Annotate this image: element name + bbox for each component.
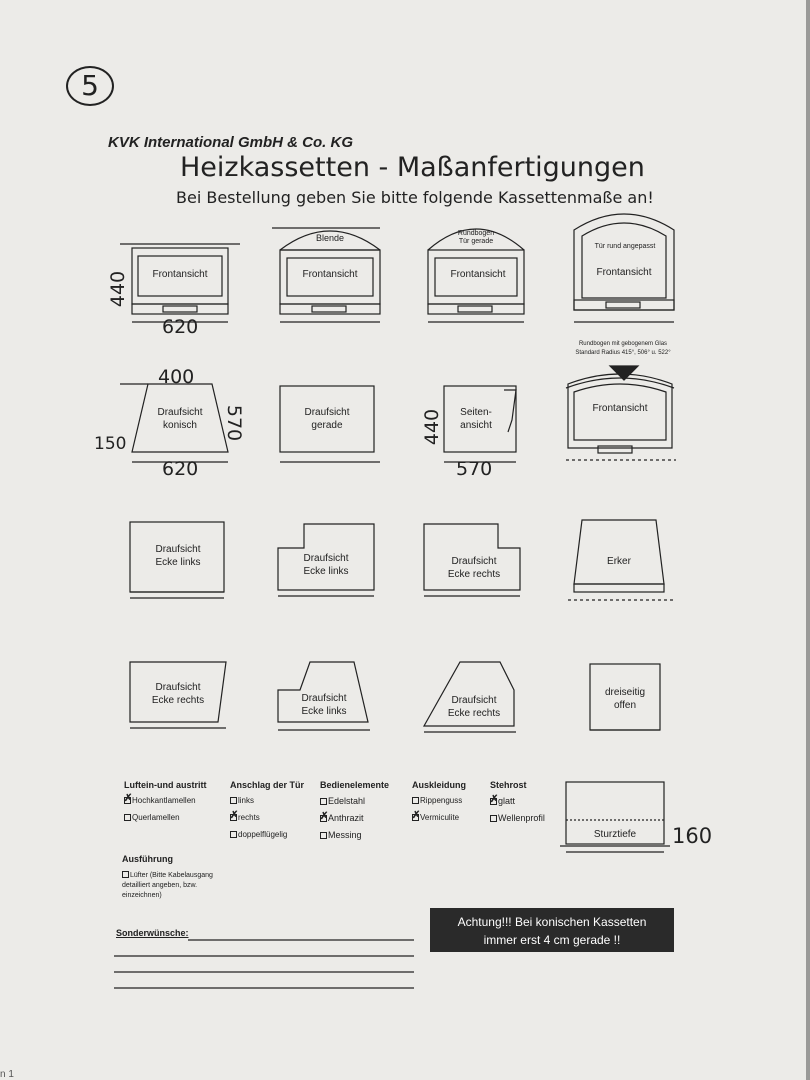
checkbox-box[interactable] bbox=[412, 810, 420, 821]
option-group-luftein: Luftein-und austritt bbox=[124, 780, 207, 790]
hand-top-konisch: 400 bbox=[158, 366, 195, 388]
checkbox-box[interactable] bbox=[124, 814, 131, 821]
checkbox-rechts[interactable]: rechts bbox=[230, 810, 260, 822]
diagram-dreiseitig-offen bbox=[589, 663, 661, 731]
checkbox-links[interactable]: links bbox=[230, 796, 254, 805]
hand-sturztiefe: 160 bbox=[672, 824, 713, 848]
label-r1c4: Frontansicht bbox=[596, 267, 652, 278]
option-group-stehrost: Stehrost bbox=[490, 780, 527, 790]
sonderwuensche-label: Sonderwünsche: bbox=[116, 928, 189, 938]
diagram-ecke-rechts-3 bbox=[422, 661, 516, 733]
option-group-bedien: Bedienelemente bbox=[320, 780, 390, 790]
label-rundbogen: Rundbogen Tür gerade bbox=[457, 230, 495, 245]
checkbox-box[interactable] bbox=[320, 811, 328, 822]
checkbox-querlamellen[interactable]: Querlamellen bbox=[124, 813, 180, 822]
diagram-ecke-rechts-2 bbox=[129, 661, 227, 729]
diagram-tuer-rund bbox=[573, 213, 675, 323]
hand-depth-konisch: 570 bbox=[223, 404, 246, 442]
diagram-ecke-rechts-1 bbox=[423, 523, 521, 597]
checkbox-messing[interactable]: Messing bbox=[320, 830, 362, 840]
label-r1c3: Frontansicht bbox=[450, 269, 506, 280]
checkbox-box[interactable] bbox=[320, 798, 327, 805]
diagram-draufsicht-konisch bbox=[120, 383, 229, 463]
checkbox-vermiculite[interactable]: Vermiculite bbox=[412, 810, 459, 822]
checkbox-rippenguss[interactable]: Rippenguss bbox=[412, 796, 462, 805]
page-number-circle: 5 bbox=[66, 66, 114, 106]
checkbox-box[interactable] bbox=[490, 815, 497, 822]
checkbox-glatt[interactable]: glatt bbox=[490, 794, 515, 806]
checkbox-doppelfluegelig[interactable]: doppelflügelig bbox=[230, 830, 287, 839]
label-r1c2: Frontansicht bbox=[302, 269, 358, 280]
checkbox-box[interactable] bbox=[320, 832, 327, 839]
hand-height-seiten: 440 bbox=[421, 408, 444, 446]
diagram-frontansicht-1 bbox=[120, 243, 240, 323]
footer-page-marker: n 1 bbox=[0, 1069, 14, 1080]
checkbox-box[interactable] bbox=[230, 797, 237, 804]
diagram-draufsicht-gerade bbox=[279, 385, 380, 463]
label-rundbogen-glas-note: Rundbogen mit gebogenem Glas Standard Ra… bbox=[575, 341, 671, 356]
sonderwuensche-lines bbox=[114, 939, 414, 989]
checkbox-luefter[interactable]: Lüfter (Bitte Kabelausgang detailliert a… bbox=[122, 871, 213, 899]
checkbox-box[interactable] bbox=[490, 794, 498, 805]
label-r1c1: Frontansicht bbox=[152, 269, 208, 280]
checkbox-edelstahl[interactable]: Edelstahl bbox=[320, 796, 365, 806]
checkbox-box[interactable] bbox=[122, 871, 129, 878]
checkbox-wellenprofil[interactable]: Wellenprofil bbox=[490, 813, 545, 823]
diagram-erker bbox=[568, 519, 676, 601]
hand-width-konisch: 620 bbox=[162, 458, 199, 480]
checkbox-anthrazit[interactable]: Anthrazit bbox=[320, 811, 364, 823]
diagram-seitenansicht bbox=[443, 385, 517, 463]
diagram-ecke-links-2 bbox=[277, 523, 375, 597]
diagram-rundbogen-tuer-gerade bbox=[427, 228, 525, 323]
label-tuer-rund: Tür rund angepasst bbox=[594, 243, 656, 250]
page-title: Heizkassetten - Maßanfertigungen bbox=[180, 152, 645, 183]
hand-side-konisch: 150 bbox=[94, 434, 127, 454]
company-name: KVK International GmbH & Co. KG bbox=[108, 134, 354, 151]
option-group-auskleidung: Auskleidung bbox=[412, 780, 467, 790]
option-group-anschlag: Anschlag der Tür bbox=[230, 780, 305, 790]
option-group-ausfuehrung: Ausführung bbox=[122, 854, 173, 864]
label-r3c4: Erker bbox=[607, 556, 631, 567]
checkbox-hochkantlamellen[interactable]: Hochkantlamellen bbox=[124, 793, 196, 805]
hand-width-1: 620 bbox=[162, 316, 199, 338]
label-blende: Blende bbox=[315, 233, 345, 243]
hand-height-1: 440 bbox=[107, 270, 130, 308]
diagram-sturztiefe bbox=[560, 781, 670, 853]
diagram-blende bbox=[272, 227, 381, 323]
label-r2c4: Frontansicht bbox=[592, 403, 648, 414]
checkbox-box[interactable] bbox=[412, 797, 419, 804]
page-subtitle: Bei Bestellung geben Sie bitte folgende … bbox=[176, 188, 654, 207]
label-r2c3: Seiten-ansicht bbox=[460, 407, 492, 431]
warning-box: Achtung!!! Bei konischen Kassetten immer… bbox=[430, 908, 674, 952]
checkbox-box[interactable] bbox=[230, 810, 238, 821]
diagram-ecke-links-3 bbox=[277, 661, 370, 731]
hand-width-seiten: 570 bbox=[456, 458, 493, 480]
checkbox-box[interactable] bbox=[124, 793, 132, 804]
diagram-ecke-links-1 bbox=[129, 521, 225, 599]
checkbox-box[interactable] bbox=[230, 831, 237, 838]
diagram-rundbogen-glas bbox=[565, 365, 676, 461]
label-sturztiefe: Sturztiefe bbox=[593, 829, 637, 840]
